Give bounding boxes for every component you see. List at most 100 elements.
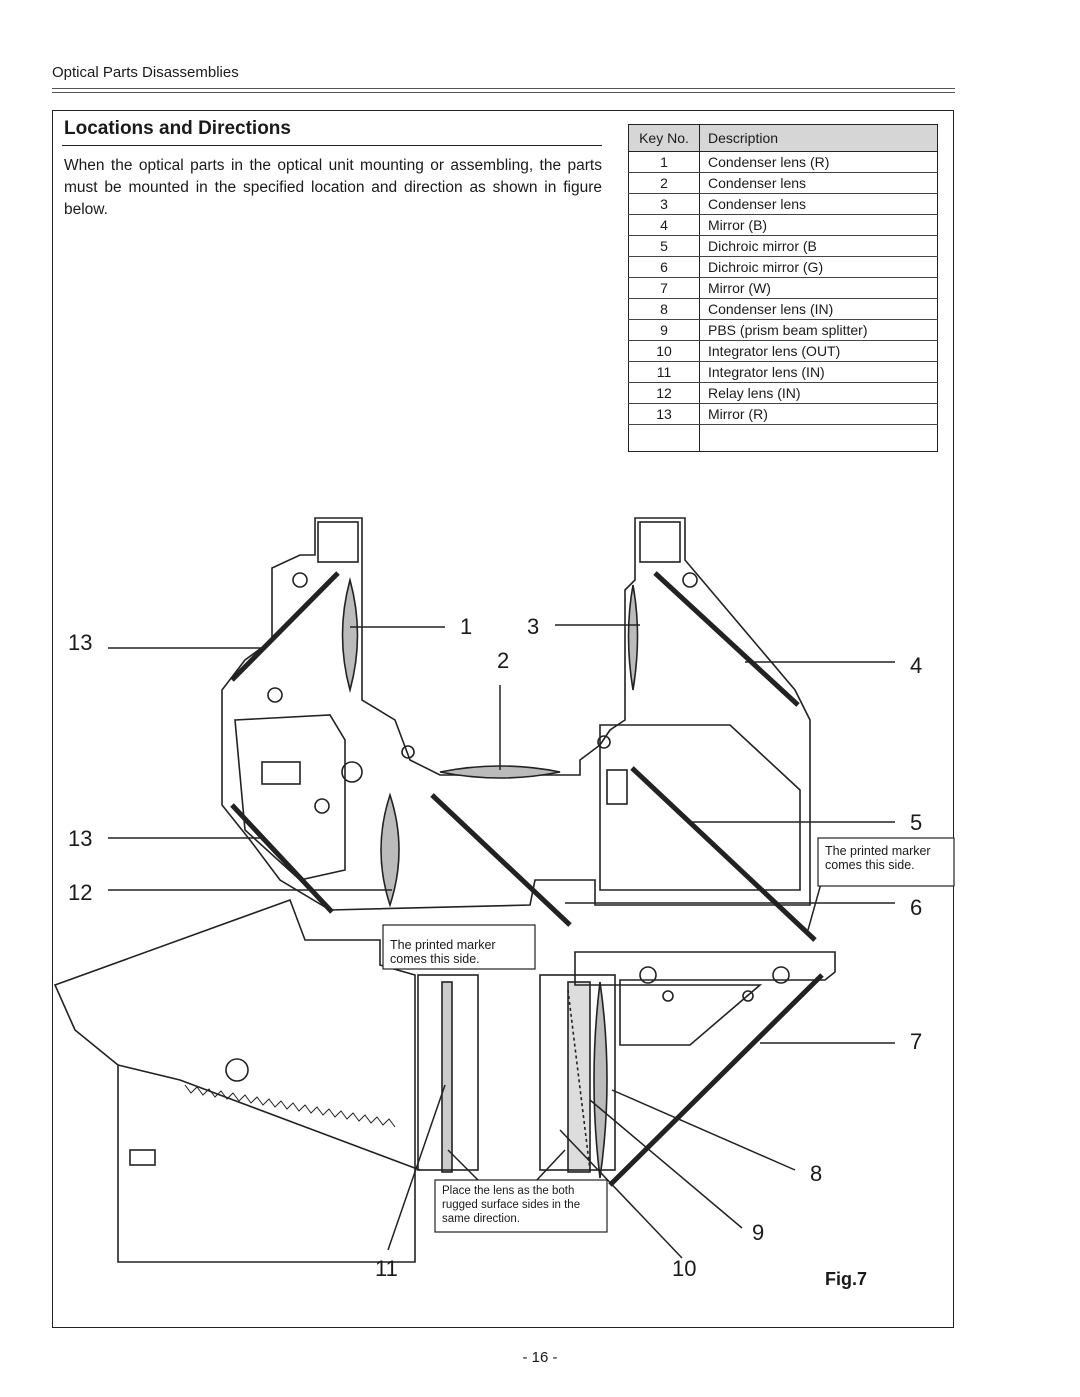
table-header-row: Key No. Description [628, 124, 938, 152]
note-text: Place the lens as the both [442, 1185, 574, 1197]
desc-cell: PBS (prism beam splitter) [699, 319, 938, 341]
callout-7: 7 [910, 1029, 922, 1054]
pbs-hatch [567, 989, 591, 1171]
channel-right [539, 974, 616, 1171]
header-key-no: Key No. [628, 124, 700, 152]
callout-6: 6 [910, 895, 922, 920]
desc-cell: Condenser lens [699, 193, 938, 215]
callout-3: 3 [527, 614, 539, 639]
condenser-lens-r [341, 576, 359, 694]
note-text: The printed marker [825, 844, 931, 858]
leader-9 [589, 1099, 743, 1229]
key-cell: 11 [628, 361, 700, 383]
label-plate [606, 769, 628, 805]
mount-hole [597, 735, 611, 749]
channel-left [417, 974, 479, 1171]
mirror-group [230, 571, 824, 1187]
bracket-hole [662, 990, 674, 1002]
figure-label: Fig.7 [825, 1269, 867, 1289]
leader-lines [108, 624, 895, 1259]
desc-cell: Integrator lens (IN) [699, 361, 938, 383]
mount-hole [267, 687, 283, 703]
section-header: Optical Parts Disassemblies [52, 64, 239, 81]
table-row [628, 424, 938, 452]
desc-cell: Condenser lens (R) [699, 151, 938, 173]
callout-4: 4 [910, 653, 922, 678]
leader-11 [387, 1084, 446, 1251]
callout-10: 10 [672, 1256, 696, 1281]
integrator-lens-in [441, 981, 453, 1173]
leader-lens-note-a [447, 1149, 481, 1183]
intro-paragraph: When the optical parts in the optical un… [64, 157, 602, 218]
title-rule [62, 145, 602, 146]
left-inner-panel [234, 714, 346, 881]
right-inner-panel [599, 724, 801, 891]
header-description: Description [699, 124, 938, 152]
header-rule-double [52, 92, 955, 93]
callout-2: 2 [497, 648, 509, 673]
desc-cell: Mirror (W) [699, 277, 938, 299]
relay-lens-in [380, 792, 400, 908]
note-text: rugged surface sides in the [442, 1199, 580, 1211]
desc-cell: Mirror (R) [699, 403, 938, 425]
adjust-screw [341, 761, 363, 783]
bracket-screw [772, 966, 790, 984]
callout-5: 5 [910, 810, 922, 835]
bracket-screw [639, 966, 657, 984]
lower-bracket [574, 951, 836, 1046]
label-plate [261, 761, 301, 785]
lamp-screw [225, 1058, 249, 1082]
desc-cell: Dichroic mirror (G) [699, 256, 938, 278]
mount-hole [401, 745, 415, 759]
lamp-reflector-edge [117, 1064, 421, 1171]
leader-8 [611, 1089, 796, 1171]
callout-13: 13 [68, 826, 92, 851]
callout-12: 12 [68, 880, 92, 905]
mirror-w [608, 973, 824, 1187]
mount-hole [292, 572, 308, 588]
leader-marker-right [807, 879, 823, 931]
mount-hole [682, 572, 698, 588]
lens-note-box [434, 1179, 608, 1233]
mirror-b [653, 571, 800, 707]
note-text: comes this side. [825, 858, 915, 872]
leader-lens-note-b [534, 1149, 566, 1183]
marker-note-box-right [817, 837, 955, 887]
desc-cell: Mirror (B) [699, 214, 938, 236]
desc-cell: Integrator lens (OUT) [699, 340, 938, 362]
desc-cell: Relay lens (IN) [699, 382, 938, 404]
desc-cell: Condenser lens (IN) [699, 298, 938, 320]
callout-1: 1 [460, 614, 472, 639]
note-text: same direction. [442, 1213, 520, 1225]
key-cell: 13 [628, 403, 700, 425]
note-text: comes this side. [390, 952, 480, 966]
section-title: Locations and Directions [64, 118, 291, 139]
mirror-r-bottom [230, 803, 334, 914]
integrator-lens-out [593, 981, 608, 1179]
lamp-housing [53, 898, 416, 1263]
dichroic-g [430, 793, 572, 927]
callout-13: 13 [68, 630, 92, 655]
header-rule [52, 88, 955, 89]
mount-hole [314, 798, 330, 814]
bracket-hole [742, 990, 754, 1002]
marker-note-box-left [382, 924, 536, 970]
key-cell [628, 424, 700, 452]
top-left-tab [317, 521, 359, 563]
callout-8: 8 [810, 1161, 822, 1186]
mirror-r-top [230, 571, 340, 682]
